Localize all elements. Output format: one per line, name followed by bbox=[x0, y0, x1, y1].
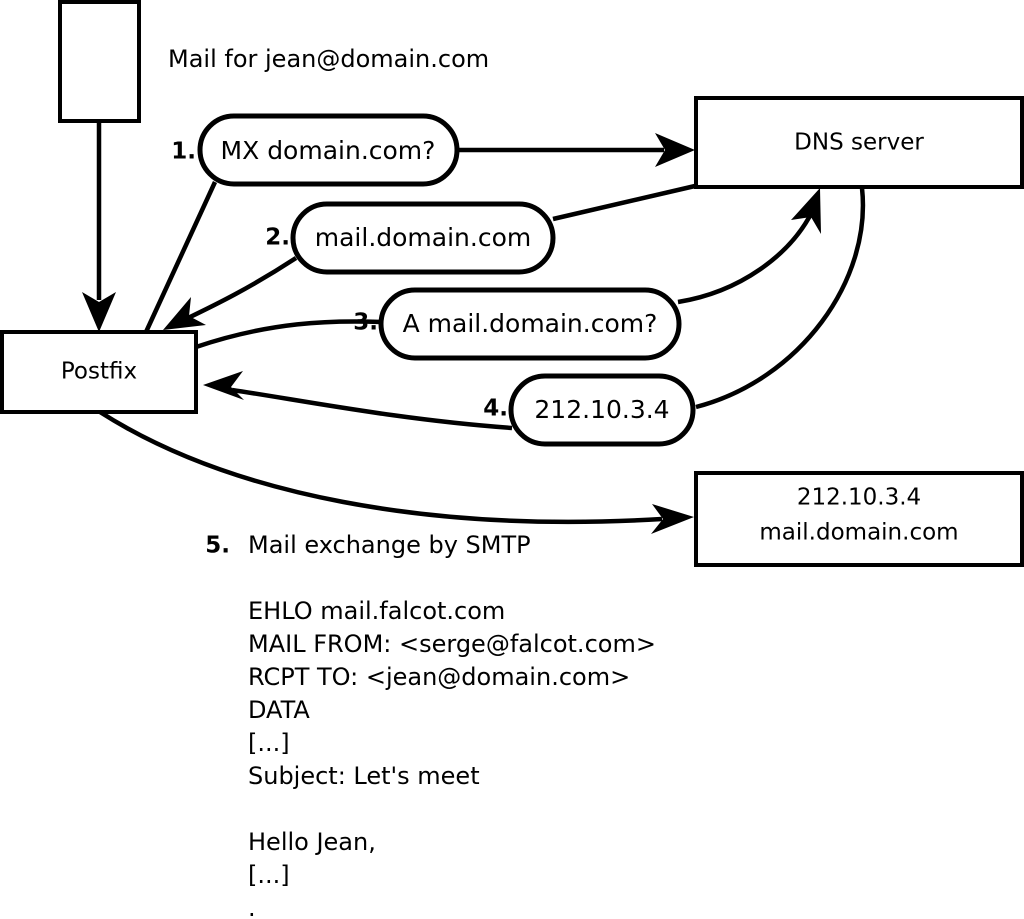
step-2-bubble bbox=[290, 201, 556, 275]
edge-postfix-to-step3 bbox=[195, 319, 383, 350]
smtp-line-2: RCPT TO: <jean@domain.com> bbox=[248, 663, 630, 691]
node-postfix bbox=[0, 330, 198, 414]
step-4-number: 4. bbox=[483, 396, 508, 422]
step-5-number: 5. bbox=[205, 533, 230, 559]
node-source-host bbox=[58, 0, 141, 123]
step-3-label: A mail.domain.com? bbox=[403, 309, 658, 338]
step-2-group: 2. mail.domain.com bbox=[265, 201, 556, 275]
node-remote-mail-server-host: mail.domain.com bbox=[759, 520, 958, 546]
node-remote-mail-server-ip: 212.10.3.4 bbox=[797, 485, 921, 511]
edge-dns-to-step2 bbox=[552, 183, 696, 222]
smtp-line-3: DATA bbox=[248, 696, 310, 724]
edge-dns-to-step4 bbox=[695, 187, 866, 410]
smtp-line-1: MAIL FROM: <serge@falcot.com> bbox=[248, 630, 656, 658]
node-remote-mail-server bbox=[694, 471, 1024, 567]
step-3-group: 3. A mail.domain.com? bbox=[353, 287, 682, 361]
step-2-number: 2. bbox=[265, 225, 290, 251]
step-1-bubble bbox=[197, 113, 460, 187]
step-4-group: 4. 212.10.3.4 bbox=[483, 373, 696, 447]
edge-postfix-to-step1 bbox=[143, 181, 218, 333]
smtp-line-7: Hello Jean, bbox=[248, 828, 376, 856]
step-3-number: 3. bbox=[353, 310, 378, 336]
step-5-label: Mail exchange by SMTP bbox=[248, 531, 531, 559]
step-4-label: 212.10.3.4 bbox=[534, 395, 669, 424]
node-postfix-label: Postfix bbox=[61, 359, 137, 385]
smtp-transcript: EHLO mail.falcot.com MAIL FROM: <serge@f… bbox=[248, 597, 656, 919]
edge-step1-to-dns bbox=[457, 133, 695, 167]
smtp-line-0: EHLO mail.falcot.com bbox=[248, 597, 505, 625]
edge-source-to-postfix bbox=[82, 122, 116, 332]
node-dns-server-label: DNS server bbox=[794, 130, 924, 156]
smtp-line-9: . bbox=[248, 894, 256, 919]
edge-postfix-to-remote bbox=[98, 410, 694, 534]
node-dns-server bbox=[694, 96, 1024, 189]
step-4-bubble bbox=[508, 373, 696, 447]
mail-for-label: Mail for jean@domain.com bbox=[168, 45, 489, 73]
step-3-bubble bbox=[378, 287, 682, 361]
edge-step4-to-postfix bbox=[203, 371, 513, 431]
edge-step3-to-dns bbox=[677, 188, 821, 305]
smtp-line-8: [...] bbox=[248, 861, 290, 889]
step-2-label: mail.domain.com bbox=[315, 223, 531, 252]
step-1-label: MX domain.com? bbox=[221, 136, 436, 165]
step-1-number: 1. bbox=[171, 139, 196, 165]
step-1-group: 1. MX domain.com? bbox=[171, 113, 460, 187]
smtp-line-5: Subject: Let's meet bbox=[248, 762, 480, 790]
smtp-line-4: [...] bbox=[248, 729, 290, 757]
edge-step2-to-postfix bbox=[163, 256, 298, 330]
